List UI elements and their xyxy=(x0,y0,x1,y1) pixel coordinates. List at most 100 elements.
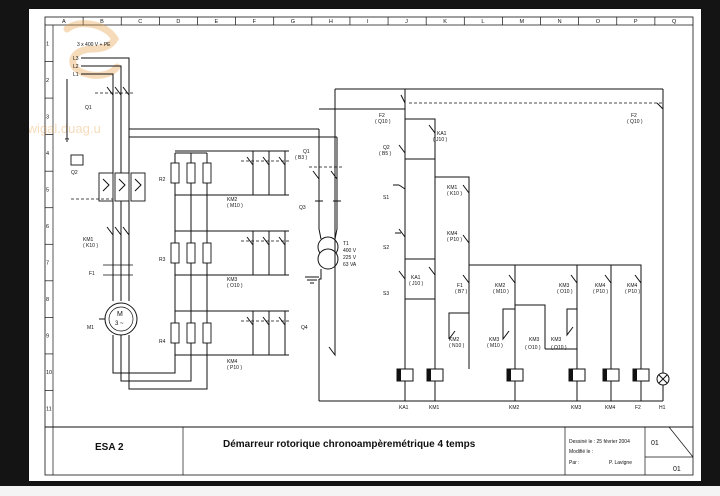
km3e-label: KM3 xyxy=(529,337,540,343)
t1-label: T1 xyxy=(343,241,349,247)
km3e-ref: ( O10 ) xyxy=(525,345,541,351)
km3-label: KM3 xyxy=(227,277,238,283)
row-label: 6 xyxy=(46,224,49,230)
supply-title: 3 x 400 V + PE xyxy=(77,42,111,48)
km4-label: KM4 xyxy=(227,359,238,365)
r3-label: R3 xyxy=(159,257,166,263)
f2-label: F2 xyxy=(379,113,385,119)
km4d-label: KM4 xyxy=(595,283,606,289)
supply-line-l2: L2 xyxy=(73,64,79,70)
column-label: C xyxy=(138,19,142,25)
title-author: P. Lavigne xyxy=(609,460,632,466)
resistor xyxy=(202,322,212,344)
contact xyxy=(262,311,270,355)
column-label: L xyxy=(481,19,484,25)
km4c-ref: ( P10 ) xyxy=(447,237,462,243)
row-label: 4 xyxy=(46,151,49,157)
contact xyxy=(278,311,286,355)
column-label: O xyxy=(596,19,601,25)
title-block: ESA 2 Démarreur rotorique chronoampèremé… xyxy=(45,426,694,475)
motor-m1 xyxy=(104,302,138,336)
row-label: 5 xyxy=(46,187,49,193)
column-label: B xyxy=(100,19,104,25)
column-label: N xyxy=(558,19,562,25)
coil-label: KM1 xyxy=(429,405,440,411)
km1c-ref: ( K10 ) xyxy=(447,191,462,197)
t1-v1: 400 V xyxy=(343,248,357,254)
km2c-label: KM2 xyxy=(495,283,506,289)
column-label: E xyxy=(215,19,219,25)
coil-label: KM4 xyxy=(605,405,616,411)
ka1a-label: KA1 xyxy=(437,131,447,137)
row-label: 9 xyxy=(46,334,49,340)
drawing-frame xyxy=(44,16,694,476)
contact xyxy=(262,151,270,195)
column-label: I xyxy=(367,19,369,25)
t1-va: 63 VA xyxy=(343,262,357,268)
s2-label: S2 xyxy=(383,245,389,251)
s1-label: S1 xyxy=(383,195,389,201)
s3-label: S3 xyxy=(383,291,389,297)
row-label: 3 xyxy=(46,114,49,120)
km2d-label: KM2 xyxy=(449,337,460,343)
resistor xyxy=(202,242,212,264)
column-label: J xyxy=(405,19,408,25)
earth-pe xyxy=(65,79,69,142)
title-sheet: 01 xyxy=(651,440,659,447)
km4c-label: KM4 xyxy=(447,231,458,237)
coil-label: F2 xyxy=(635,405,641,411)
row-label: 8 xyxy=(46,297,49,303)
title-by-label: Par : xyxy=(569,460,580,466)
motor-label: M1 xyxy=(87,325,94,331)
q4-label: Q4 xyxy=(301,325,308,331)
r2-label: R2 xyxy=(159,177,166,183)
f1-label: F1 xyxy=(89,271,95,277)
km4d-ref: ( P10 ) xyxy=(593,289,608,295)
title-total: 01 xyxy=(673,466,681,473)
supply-line-l1: L1 xyxy=(73,72,79,78)
column-label: M xyxy=(519,19,524,25)
watermark-text: Swigal.duag.u xyxy=(29,121,101,136)
motor-phase: 3 ~ xyxy=(115,321,124,327)
km1-label: KM1 xyxy=(83,237,94,243)
column-label: Q xyxy=(672,19,677,25)
q3-label: Q3 xyxy=(299,205,306,211)
q2b-label: Q2 xyxy=(383,145,390,151)
resistor xyxy=(186,162,196,184)
coil-label: KM2 xyxy=(509,405,520,411)
motor-symbol: M xyxy=(117,311,123,318)
f1c-label: F1 xyxy=(457,283,463,289)
f2-ref: ( Q10 ) xyxy=(375,119,391,125)
contact xyxy=(246,231,254,275)
resistor xyxy=(170,242,180,264)
column-label: K xyxy=(443,19,447,25)
km2-ref: ( M10 ) xyxy=(227,203,243,209)
control-bus xyxy=(318,88,663,401)
q2-label: Q2 xyxy=(71,170,78,176)
r4-label: R4 xyxy=(159,339,166,345)
km3d-label: KM3 xyxy=(489,337,500,343)
km4-ref: ( P10 ) xyxy=(227,365,242,371)
title-drawn: Dessiné le : 25 février 2004 xyxy=(569,439,630,445)
watermark-logo: Swigal.duag.u xyxy=(19,20,121,136)
ka1b-label: KA1 xyxy=(411,275,421,281)
km1-ref: ( K10 ) xyxy=(83,243,98,249)
f2b-ref: ( Q10 ) xyxy=(627,119,643,125)
resistor xyxy=(170,322,180,344)
column-label: F xyxy=(253,19,257,25)
contact xyxy=(246,311,254,355)
km3f-label: KM3 xyxy=(551,337,562,343)
row-label: 11 xyxy=(46,407,52,413)
km1-contacts xyxy=(106,226,130,236)
power-feed xyxy=(112,125,130,251)
coil-label: KM3 xyxy=(571,405,582,411)
contact xyxy=(262,231,270,275)
row-label: 1 xyxy=(46,41,49,47)
column-label: H xyxy=(329,19,333,25)
title-modified: Modifié le : xyxy=(569,449,593,455)
column-label: P xyxy=(634,19,638,25)
t1-v2: 225 V xyxy=(343,255,357,261)
